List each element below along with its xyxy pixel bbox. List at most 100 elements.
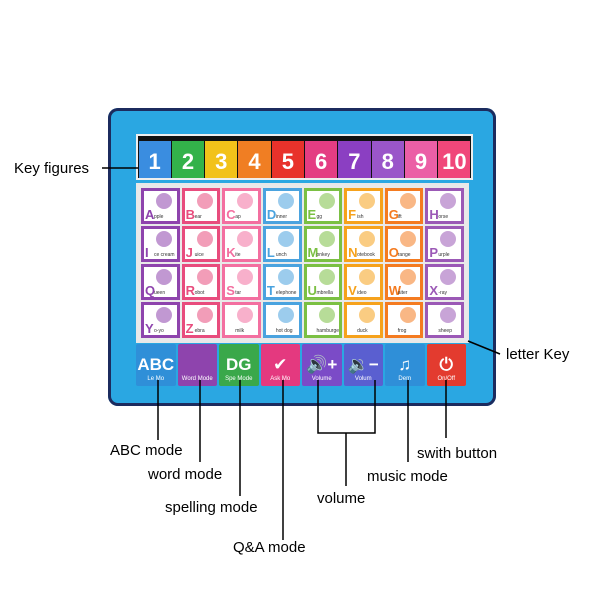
number-key-6[interactable]: 6 <box>304 141 338 178</box>
key-picture-icon <box>156 231 172 247</box>
number-key-10[interactable]: 10 <box>438 141 471 178</box>
key-picture-icon <box>399 269 416 285</box>
key-word: frog <box>397 328 407 334</box>
key-letter: S <box>226 283 235 298</box>
key-word: tar <box>235 290 242 296</box>
mode-button[interactable]: 🔉−Volum <box>343 344 383 386</box>
letter-key[interactable]: milk <box>222 302 261 338</box>
letter-key[interactable]: frog <box>384 302 424 338</box>
key-letter: Y <box>145 321 154 336</box>
key-picture-icon <box>277 307 294 323</box>
number-key-3[interactable]: 3 <box>205 141 238 178</box>
key-picture-icon <box>399 231 416 247</box>
key-picture-icon <box>196 307 213 323</box>
number-key-4[interactable]: 4 <box>238 141 271 178</box>
key-letter: G <box>388 207 399 222</box>
key-letter: I <box>145 245 149 260</box>
key-picture-icon <box>277 231 294 247</box>
key-picture-icon <box>237 307 254 323</box>
key-word: pple <box>154 214 164 220</box>
mode-button-label: Spe Mode <box>225 376 253 382</box>
check-icon: ✔ <box>273 355 288 374</box>
key-letter: H <box>429 207 439 222</box>
key-word: orse <box>438 214 449 220</box>
mode-button[interactable]: ✔Ask Mo <box>260 344 300 386</box>
key-letter: B <box>185 207 196 222</box>
key-letter: K <box>226 245 236 260</box>
letter-key[interactable]: X-ray <box>425 264 464 300</box>
key-word: range <box>397 252 411 258</box>
mode-button[interactable]: ⏻On/Off <box>426 344 466 386</box>
key-picture-icon <box>440 193 457 209</box>
volume-label: volume <box>317 490 366 507</box>
number-key-5[interactable]: 5 <box>271 141 304 178</box>
key-letter: J <box>185 245 193 260</box>
key-picture-icon <box>196 269 213 285</box>
number-key-2[interactable]: 2 <box>171 141 205 178</box>
letter-key[interactable]: hamburger <box>303 302 343 338</box>
key-word: milk <box>235 328 245 334</box>
letter-key[interactable]: sheep <box>425 302 464 338</box>
key-picture-icon <box>399 193 416 209</box>
key-word: otebook <box>357 252 375 258</box>
number-key-1[interactable]: 1 <box>138 141 171 178</box>
number-key-8[interactable]: 8 <box>371 141 404 178</box>
key-picture-icon <box>196 193 213 209</box>
key-picture-icon <box>399 307 416 323</box>
letter-key[interactable]: duck <box>344 302 383 338</box>
key-letter: L <box>266 245 275 260</box>
mode-button[interactable]: ♫Dem <box>385 344 425 386</box>
key-letter: Q <box>145 283 156 298</box>
key-figures-label: Key figures <box>14 160 90 177</box>
mode-button[interactable]: Word Mode <box>177 344 217 386</box>
key-letter: X <box>429 283 439 298</box>
key-word: ear <box>194 214 202 220</box>
mode-button[interactable]: 🔊+Volume <box>302 344 342 386</box>
key-word: sheep <box>438 328 452 334</box>
key-picture-icon <box>277 193 294 209</box>
key-word: ce cream <box>154 252 175 258</box>
letter-key[interactable]: hot dog <box>262 302 302 338</box>
abc-mode-label: ABC mode <box>110 442 183 459</box>
number-key-7[interactable]: 7 <box>338 141 371 178</box>
key-picture-icon <box>156 193 172 209</box>
key-word: hot dog <box>275 328 293 334</box>
key-letter: T <box>266 283 275 298</box>
key-picture-icon <box>359 231 376 247</box>
key-picture-icon <box>237 231 254 247</box>
key-word: inner <box>275 214 287 220</box>
power-icon: ⏻ <box>439 355 453 374</box>
key-picture-icon <box>440 231 457 247</box>
key-picture-icon <box>359 307 376 323</box>
key-picture-icon <box>318 307 335 323</box>
number-key-9[interactable]: 9 <box>404 141 438 178</box>
